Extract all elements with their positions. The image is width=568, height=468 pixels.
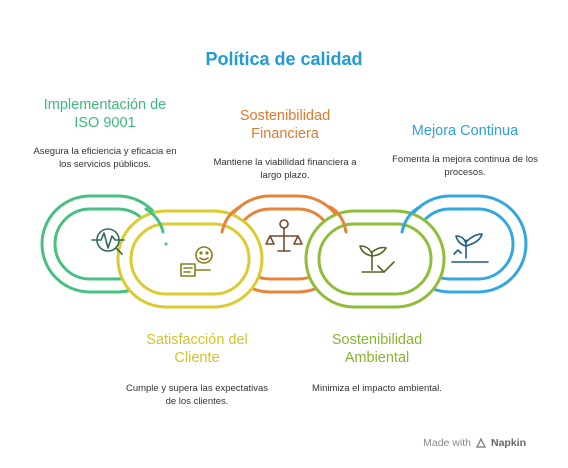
chain-link-yellow <box>116 209 264 309</box>
satisfied-customer-icon <box>180 246 213 277</box>
step-continuous-improvement: Mejora Continua Fomenta la mejora contin… <box>390 122 540 179</box>
step-description: Cumple y supera las expectativas de los … <box>125 383 269 407</box>
step-environmental-sustainability: Sostenibilidad Ambiental Minimiza el imp… <box>302 331 452 396</box>
step-heading: Implementación de ISO 9001 <box>43 97 167 131</box>
step-financial-sustainability: Sostenibilidad Financiera Mantiene la vi… <box>210 107 360 182</box>
step-heading: Sostenibilidad Ambiental <box>331 332 423 366</box>
heartbeat-monitor-icon <box>91 228 125 255</box>
made-with-label: Made with <box>423 437 471 449</box>
step-customer-satisfaction: Satisfacción del Cliente Cumple y supera… <box>122 331 272 408</box>
step-description: Fomenta la mejora continua de los proces… <box>392 154 538 178</box>
step-heading: Mejora Continua <box>411 123 519 139</box>
step-heading: Sostenibilidad Financiera <box>239 108 331 142</box>
brand-name: Napkin <box>490 437 526 449</box>
step-description: Minimiza el impacto ambiental. <box>312 383 442 394</box>
leaf-hand-icon <box>359 245 395 273</box>
step-description: Asegura la eficiencia y eficacia en los … <box>33 146 177 170</box>
balance-scale-icon <box>265 219 303 252</box>
napkin-logo-icon <box>475 437 487 448</box>
step-iso-9001: Implementación de ISO 9001 Asegura la ef… <box>30 96 180 171</box>
step-heading: Satisfacción del Cliente <box>146 332 248 366</box>
growing-plant-icon <box>451 233 489 263</box>
page-title: Política de calidad <box>205 49 363 69</box>
footer-branding: Made with Napkin <box>423 437 526 449</box>
step-description: Mantiene la viabilidad financiera a larg… <box>213 157 357 181</box>
chain-link-lime <box>304 209 446 309</box>
